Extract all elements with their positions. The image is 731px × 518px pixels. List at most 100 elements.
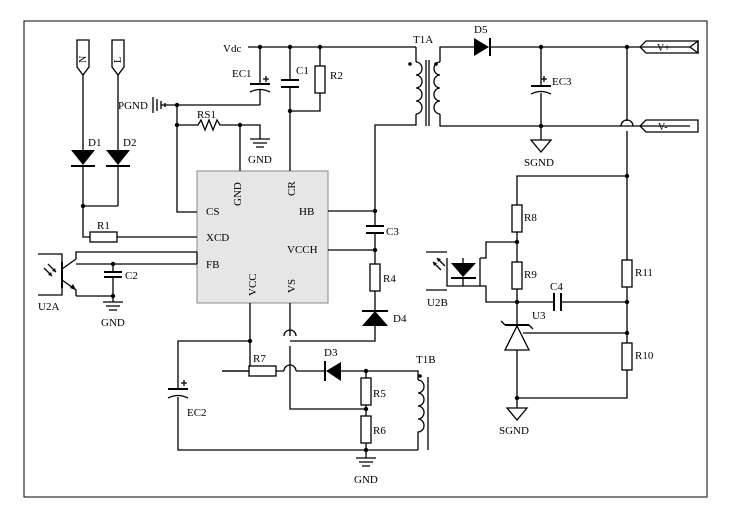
label-d4: D4: [393, 313, 407, 325]
junction: [372, 247, 378, 253]
sgnd-symbol-u3: [505, 407, 529, 422]
r8-r9-wires: [516, 175, 627, 324]
label-u2b: U2B: [427, 297, 448, 309]
c2-wires: [76, 264, 114, 302]
label-c4: C4: [550, 281, 563, 293]
pin-label-fb: FB: [206, 259, 219, 271]
label-gnd-ic: GND: [248, 154, 272, 166]
junction: [287, 108, 293, 114]
label-r2: R2: [330, 70, 343, 82]
resistor-r1: [89, 231, 118, 243]
output-connector-vminus: V-: [639, 119, 699, 133]
wire-crossover: [283, 329, 297, 352]
input-wires: [82, 75, 119, 150]
cs-wire: [176, 125, 197, 213]
pin-label-xcd: XCD: [206, 232, 229, 244]
label-c3: C3: [386, 226, 399, 238]
junction: [174, 102, 180, 108]
label-u2a: U2A: [38, 301, 59, 313]
transformer-t1a: [408, 60, 441, 126]
capacitor-c1: [281, 47, 299, 171]
resistor-rs1: [177, 118, 240, 132]
diode-join-wires: [82, 166, 119, 207]
label-gnd-c2: GND: [101, 317, 125, 329]
sgnd-symbol-ec3: [529, 139, 553, 154]
junction: [538, 123, 544, 129]
junction: [110, 261, 116, 267]
capacitor-c3: [366, 225, 384, 234]
label-r8: R8: [524, 212, 537, 224]
vcc-ec2-wires: [177, 303, 418, 451]
capacitor-c2: [104, 266, 122, 281]
label-r4: R4: [383, 273, 396, 285]
capacitor-c4: [553, 293, 562, 311]
junction: [363, 406, 369, 412]
label-r7: R7: [253, 353, 266, 365]
r1-wires: [82, 206, 197, 238]
vs-wire: [289, 303, 366, 410]
input-connector-l: L: [111, 39, 125, 77]
pin-label-gnd: GND: [232, 182, 244, 206]
pin-label-vcc: VCC: [247, 273, 259, 296]
junction: [372, 208, 378, 214]
output-connector-vplus: V+: [639, 39, 699, 55]
pgnd-symbol: [152, 97, 166, 113]
svg-text:V-: V-: [658, 122, 668, 133]
label-pgnd: PGND: [118, 100, 148, 112]
resistor-r11: [621, 259, 633, 288]
label-gnd-aux: GND: [354, 474, 378, 486]
input-connector-n: N: [76, 39, 90, 77]
diode-d2: [106, 150, 130, 167]
shunt-regulator-u3: [500, 320, 627, 408]
resistor-r6: [360, 415, 372, 444]
svg-text:L: L: [113, 57, 124, 63]
diode-d1: [71, 150, 95, 167]
label-r1: R1: [97, 220, 110, 232]
label-r11: R11: [635, 267, 653, 279]
transformer-t1b: [417, 374, 429, 450]
capacitor-ec3: [530, 47, 552, 140]
label-d2: D2: [123, 137, 136, 149]
svg-text:V+: V+: [657, 43, 670, 54]
label-r5: R5: [373, 388, 386, 400]
resistor-r4: [369, 263, 381, 292]
diode-d4: [362, 310, 388, 326]
ground-symbol-gnd-aux: [356, 450, 376, 467]
diode-d3: [324, 361, 341, 381]
label-c1: C1: [296, 65, 309, 77]
t1a-secondary-wires: [439, 46, 690, 127]
label-c2: C2: [125, 270, 138, 282]
label-t1b: T1B: [416, 354, 436, 366]
svg-text:N: N: [78, 56, 89, 63]
label-r9: R9: [524, 269, 537, 281]
resistor-r8: [511, 204, 523, 233]
pin-label-cs: CS: [206, 206, 219, 218]
pin-label-vs: VS: [286, 279, 298, 293]
label-d1: D1: [88, 137, 101, 149]
diode-d5: [474, 38, 491, 56]
label-rs1: RS1: [197, 109, 216, 121]
optocoupler-u2b: [426, 251, 481, 291]
label-vdc: Vdc: [223, 43, 241, 55]
label-r6: R6: [373, 425, 386, 437]
label-r10: R10: [635, 350, 654, 362]
capacitor-ec1: [249, 76, 271, 105]
ground-symbol-gnd-c2: [103, 301, 123, 311]
label-sgnd-u3: SGND: [499, 425, 529, 437]
resistor-r9: [511, 261, 523, 290]
drawing-frame: [23, 20, 708, 498]
pin-label-cr: CR: [286, 181, 298, 196]
label-ec3: EC3: [552, 76, 572, 88]
d3-to-t1b-wire: [341, 370, 419, 380]
label-ec1: EC1: [232, 68, 252, 80]
junction: [110, 293, 116, 299]
t1a-primary-wires: [374, 47, 417, 211]
label-t1a: T1A: [413, 34, 433, 46]
resistor-r2: [290, 47, 326, 112]
resistor-r5: [360, 377, 372, 406]
pin-label-vcch: VCCH: [287, 244, 318, 256]
controller-ic-body: [196, 170, 329, 304]
optocoupler-u2a: [38, 251, 198, 296]
